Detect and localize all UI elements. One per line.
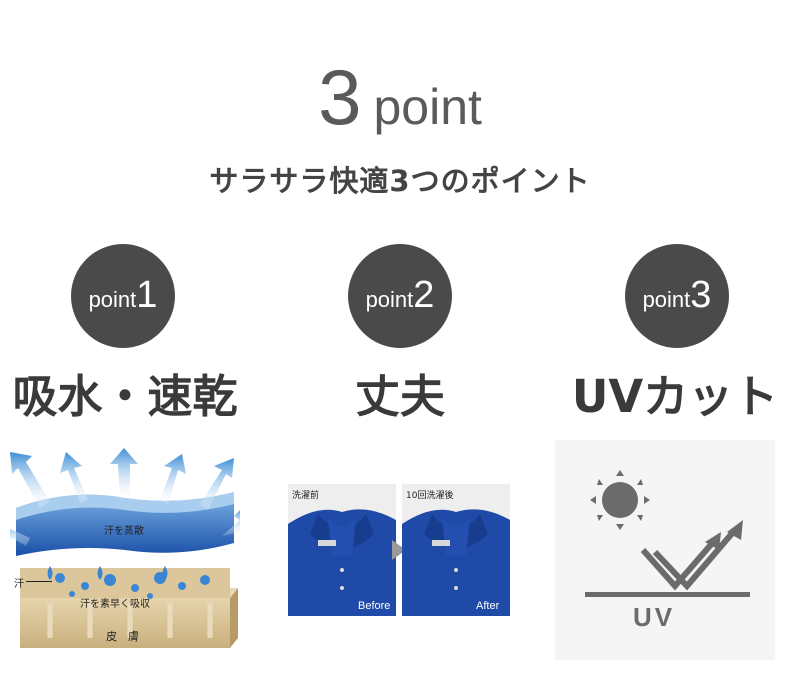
absorb-dry-illustration: 汗を蒸散 汗 汗を素早く吸収 皮 膚 [0,448,244,653]
before-tag: Before [358,600,391,612]
absorb-label: 汗を素早く吸収 [80,599,150,610]
fabric-barrier [585,592,750,597]
sweat-pointer-line [26,581,52,582]
title-number: 3 [318,53,364,141]
wash-comparison: 洗濯前 Before 10回洗濯後 After [288,484,510,616]
arrow-head-icon [705,532,721,550]
page-subtitle: サラサラ快適3つのポイント [209,164,591,198]
uv-diagram [585,470,750,597]
evaporation-arrows [0,448,244,546]
point-badge-number: 1 [136,274,158,316]
evaporate-label: 汗を蒸散 [104,526,144,537]
point-badge-label: point [365,287,414,312]
after-title: 10回洗濯後 [406,491,454,501]
point-badge-number: 3 [690,274,712,316]
arrow-head-icon [727,520,743,540]
before-photo: 洗濯前 Before [288,484,396,616]
skin-label: 皮 膚 [106,630,139,643]
after-tag: After [476,600,500,612]
fabric-skin-diagram [0,448,244,648]
title-word: point [373,79,482,135]
fabric-layer [16,492,234,556]
uv-label: UV [633,602,676,632]
uv-cut-illustration: UV [555,440,775,660]
sweat-droplets [47,566,210,599]
sweat-label: 汗 [14,579,24,590]
after-photo: 10回洗濯後 After [402,484,510,616]
skin-layer [20,568,238,648]
feature-title-1: 吸水・速乾 [12,370,238,423]
sun-icon [590,470,650,530]
point-badge-label: point [88,287,137,312]
uv-reflection-arrows [640,528,738,591]
feature-title-2: 丈夫 [354,370,445,423]
before-title: 洗濯前 [292,491,320,501]
point-badge-number: 2 [413,274,435,316]
point-badge-label: point [642,287,691,312]
triangle-arrow-icon [392,540,406,560]
polo-shirt-after-image [402,509,510,616]
feature-title-3: UVカット [571,370,779,423]
polo-shirt-before-image [288,509,396,616]
